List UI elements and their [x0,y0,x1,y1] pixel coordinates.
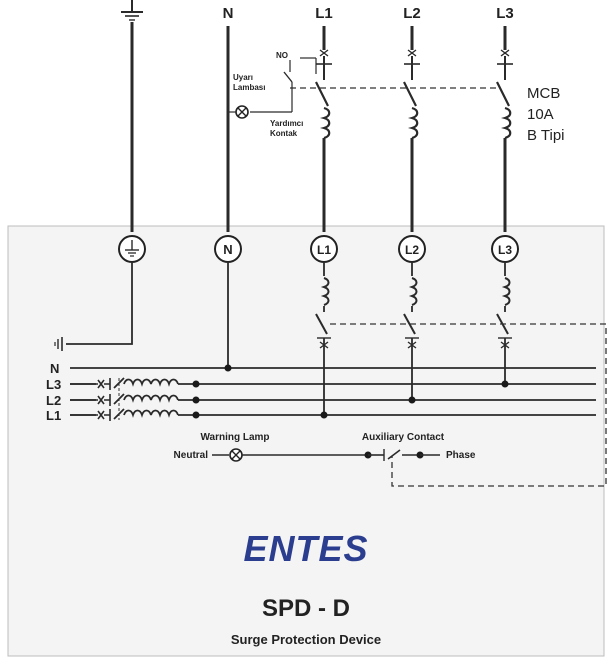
kontak-label: Kontak [270,129,298,138]
phase-label: Phase [446,450,476,461]
bus-label-l1: L1 [46,408,61,423]
bus-label-l3: L3 [46,377,61,392]
mcb-l3 [496,26,513,232]
internal-coupling-line [330,323,607,487]
mcb-type-label: B Tipi [527,127,565,144]
neutral-label: Neutral [174,450,209,461]
device-ground-terminal [118,235,146,263]
device-terminal-l3-label: L3 [498,243,512,257]
device-terminal-l1-label: L1 [317,243,331,257]
mcb-label: MCB [527,85,560,102]
top-label-l1: L1 [315,5,333,22]
device-enclosure [7,225,605,657]
yardimci-label: Yardımcı [270,119,303,128]
mcb-rating-label: 10A [527,106,554,123]
internal-ground-wire [66,262,133,345]
mcb-l2 [403,26,420,232]
top-label-l3: L3 [496,5,514,22]
device-terminal-n-label: N [223,242,232,257]
bus-label-n: N [50,361,59,376]
junction-dots [192,364,509,419]
uyari-label: Uyarı [233,73,253,82]
aux-contact-top [250,57,317,113]
warning-lamp-label: Warning Lamp [200,432,269,443]
bus-breakers [70,377,196,421]
product-subtitle: Surge Protection Device [231,632,381,647]
mcb-l1 [315,26,332,232]
internal-breaker-l1 [315,262,331,414]
aux-no-label: NO [276,51,288,60]
internal-ground-icon [54,337,63,351]
top-ground-icon [121,0,143,21]
device-terminal-l2-label: L2 [405,243,419,257]
warning-lamp-icon [229,448,243,462]
warning-lamp-top-icon [228,105,249,119]
internal-breaker-l2 [403,262,419,400]
lambasi-label: Lambası [233,83,265,92]
bus-label-l2: L2 [46,393,61,408]
internal-breaker-l3 [496,262,512,384]
product-title: SPD - D [262,595,350,622]
top-label-l2: L2 [403,5,421,22]
auxiliary-contact-label: Auxiliary Contact [362,432,445,443]
top-label-n: N [223,5,234,22]
entes-logo: ENTES [243,528,368,569]
